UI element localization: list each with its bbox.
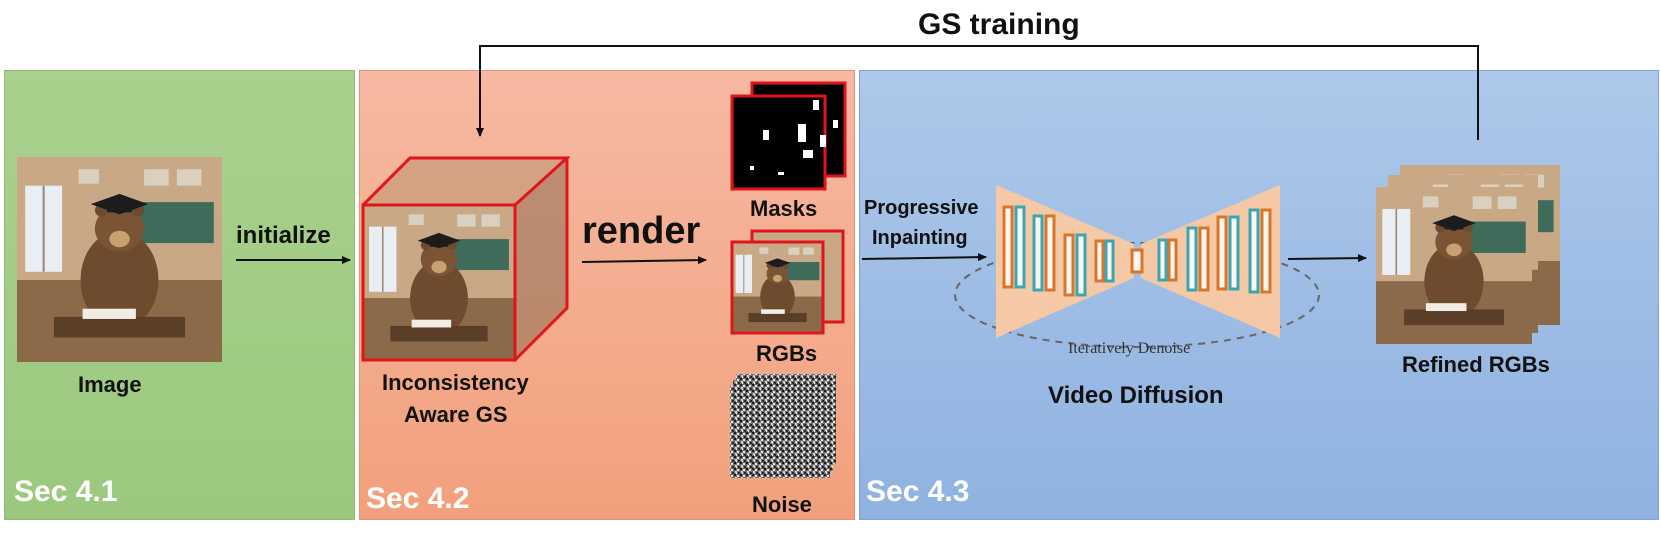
refined-rgbs-label: Refined RGBs bbox=[1402, 352, 1550, 377]
gs-label-line2: Aware GS bbox=[404, 402, 508, 427]
progressive-arrow bbox=[861, 253, 987, 262]
masks-label: Masks bbox=[750, 196, 818, 221]
render-label: render bbox=[582, 210, 701, 252]
rgbs-label: RGBs bbox=[756, 341, 818, 366]
noise-stack bbox=[730, 374, 836, 478]
section-4-3-label: Sec 4.3 bbox=[866, 475, 970, 508]
image-label: Image bbox=[78, 372, 142, 397]
initialize-label: initialize bbox=[236, 222, 331, 249]
section-4-1-label: Sec 4.1 bbox=[14, 475, 118, 508]
progressive-label-line2: Inpainting bbox=[872, 227, 968, 249]
refine-arrow bbox=[1287, 254, 1367, 263]
rgbs-stack bbox=[730, 229, 845, 335]
noise-label: Noise bbox=[752, 492, 812, 517]
section-4-2-label: Sec 4.2 bbox=[366, 482, 470, 515]
gs-training-arrow bbox=[476, 45, 1479, 140]
video-diffusion-unet bbox=[954, 185, 1320, 348]
refined-rgbs-stack bbox=[1376, 165, 1560, 344]
gs-label-line1: Inconsistency bbox=[382, 370, 529, 395]
progressive-label-line1: Progressive bbox=[864, 197, 979, 219]
video-diffusion-label: Video Diffusion bbox=[1048, 382, 1224, 409]
iteratively-denoise-label: Iteratively Denoise bbox=[1068, 340, 1191, 357]
gs-cube bbox=[361, 156, 570, 362]
render-arrow bbox=[581, 256, 707, 265]
gs-training-title: GS training bbox=[918, 8, 1080, 41]
masks-stack bbox=[730, 81, 847, 191]
